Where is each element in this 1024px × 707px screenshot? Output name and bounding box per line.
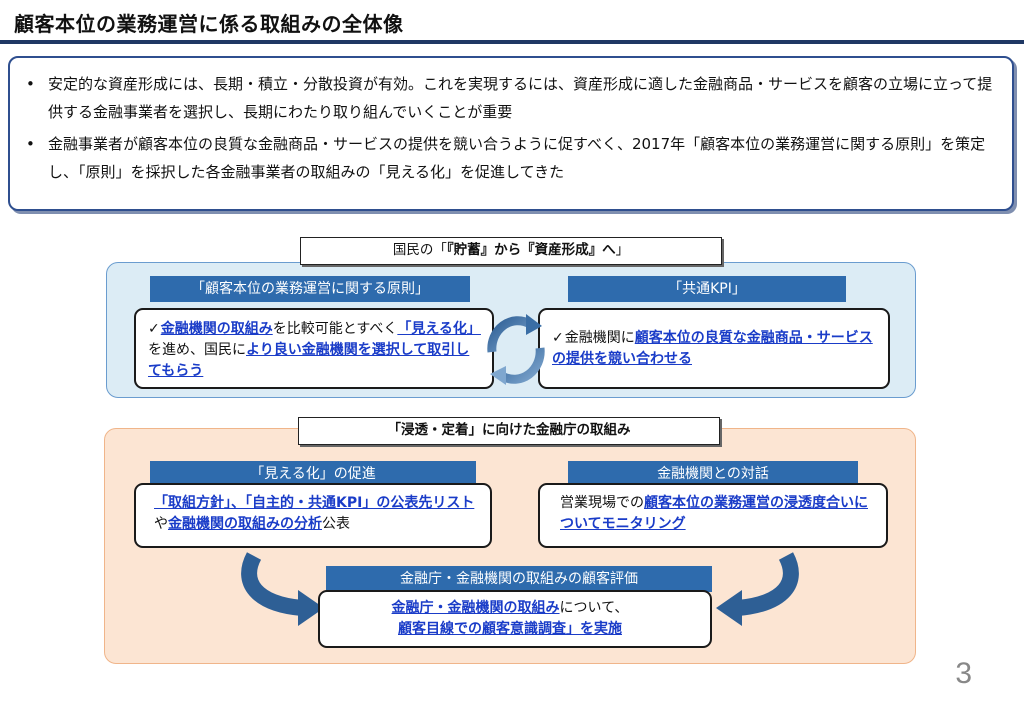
evaluation-header: 金融庁・金融機関の取組みの顧客評価 (326, 566, 712, 592)
principles-link-3: より良い金融機関を選択して取引してもらう (148, 342, 470, 379)
dialogue-box: 営業現場での顧客本位の業務運営の浸透度合いについてモニタリング (538, 483, 888, 548)
summary-list: 安定的な資産形成には、長期・積立・分散投資が有効。これを実現するには、資産形成に… (24, 70, 996, 186)
visualize-link-1: 「取組方針」、「自主的・共通KPI」の公表先リスト (154, 495, 475, 511)
principles-header: 「顧客本位の業務運営に関する原則」 (150, 276, 470, 302)
kpi-header: 「共通KPI」 (568, 276, 846, 302)
upper-section-label: 国民の「『貯蓄』から『資産形成』へ」 (300, 237, 722, 265)
title-rule (0, 40, 1024, 44)
kpi-link-1: 顧客本位の良質な金融商品・サービスの提供を競い合わせる (552, 330, 873, 367)
summary-box: 安定的な資産形成には、長期・積立・分散投資が有効。これを実現するには、資産形成に… (8, 56, 1014, 211)
principles-link-2: 「見える化」 (397, 321, 481, 337)
evaluation-link-1: 金融庁・金融機関の取組み (391, 600, 560, 616)
page-title: 顧客本位の業務運営に係る取組みの全体像 (14, 12, 404, 36)
cycle-arrows-icon (487, 314, 545, 385)
dialogue-header: 金融機関との対話 (568, 461, 858, 487)
summary-bullet-2: 金融事業者が顧客本位の良質な金融商品・サービスの提供を競い合うように促すべく、2… (24, 130, 996, 186)
left-curved-arrow-icon (241, 552, 324, 626)
visualize-box: 「取組方針」、「自主的・共通KPI」の公表先リストや金融機関の取組みの分析公表 (134, 483, 492, 548)
page-number: 3 (955, 657, 972, 690)
summary-bullet-1: 安定的な資産形成には、長期・積立・分散投資が有効。これを実現するには、資産形成に… (24, 70, 996, 126)
kpi-box: ✓金融機関に顧客本位の良質な金融商品・サービスの提供を競い合わせる (538, 308, 890, 389)
evaluation-link-2: 顧客目線での顧客意識調査」を実施 (398, 621, 622, 637)
principles-box: ✓金融機関の取組みを比較可能とすべく「見える化」を進め、国民により良い金融機関を… (134, 308, 494, 389)
visualize-link-2: 金融機関の取組みの分析 (168, 516, 322, 532)
dialogue-link-1: 顧客本位の業務運営の浸透度合いについてモニタリング (560, 495, 868, 532)
lower-section-label: 「浸透・定着」に向けた金融庁の取組み (298, 417, 720, 445)
visualize-header: 「見える化」の促進 (150, 461, 476, 487)
evaluation-box: 金融庁・金融機関の取組みについて、 顧客目線での顧客意識調査」を実施 (318, 590, 712, 648)
principles-link-1: 金融機関の取組み (160, 321, 273, 337)
check-icon: ✓ (552, 330, 564, 346)
check-icon: ✓ (148, 321, 160, 337)
right-curved-arrow-icon (716, 552, 799, 626)
